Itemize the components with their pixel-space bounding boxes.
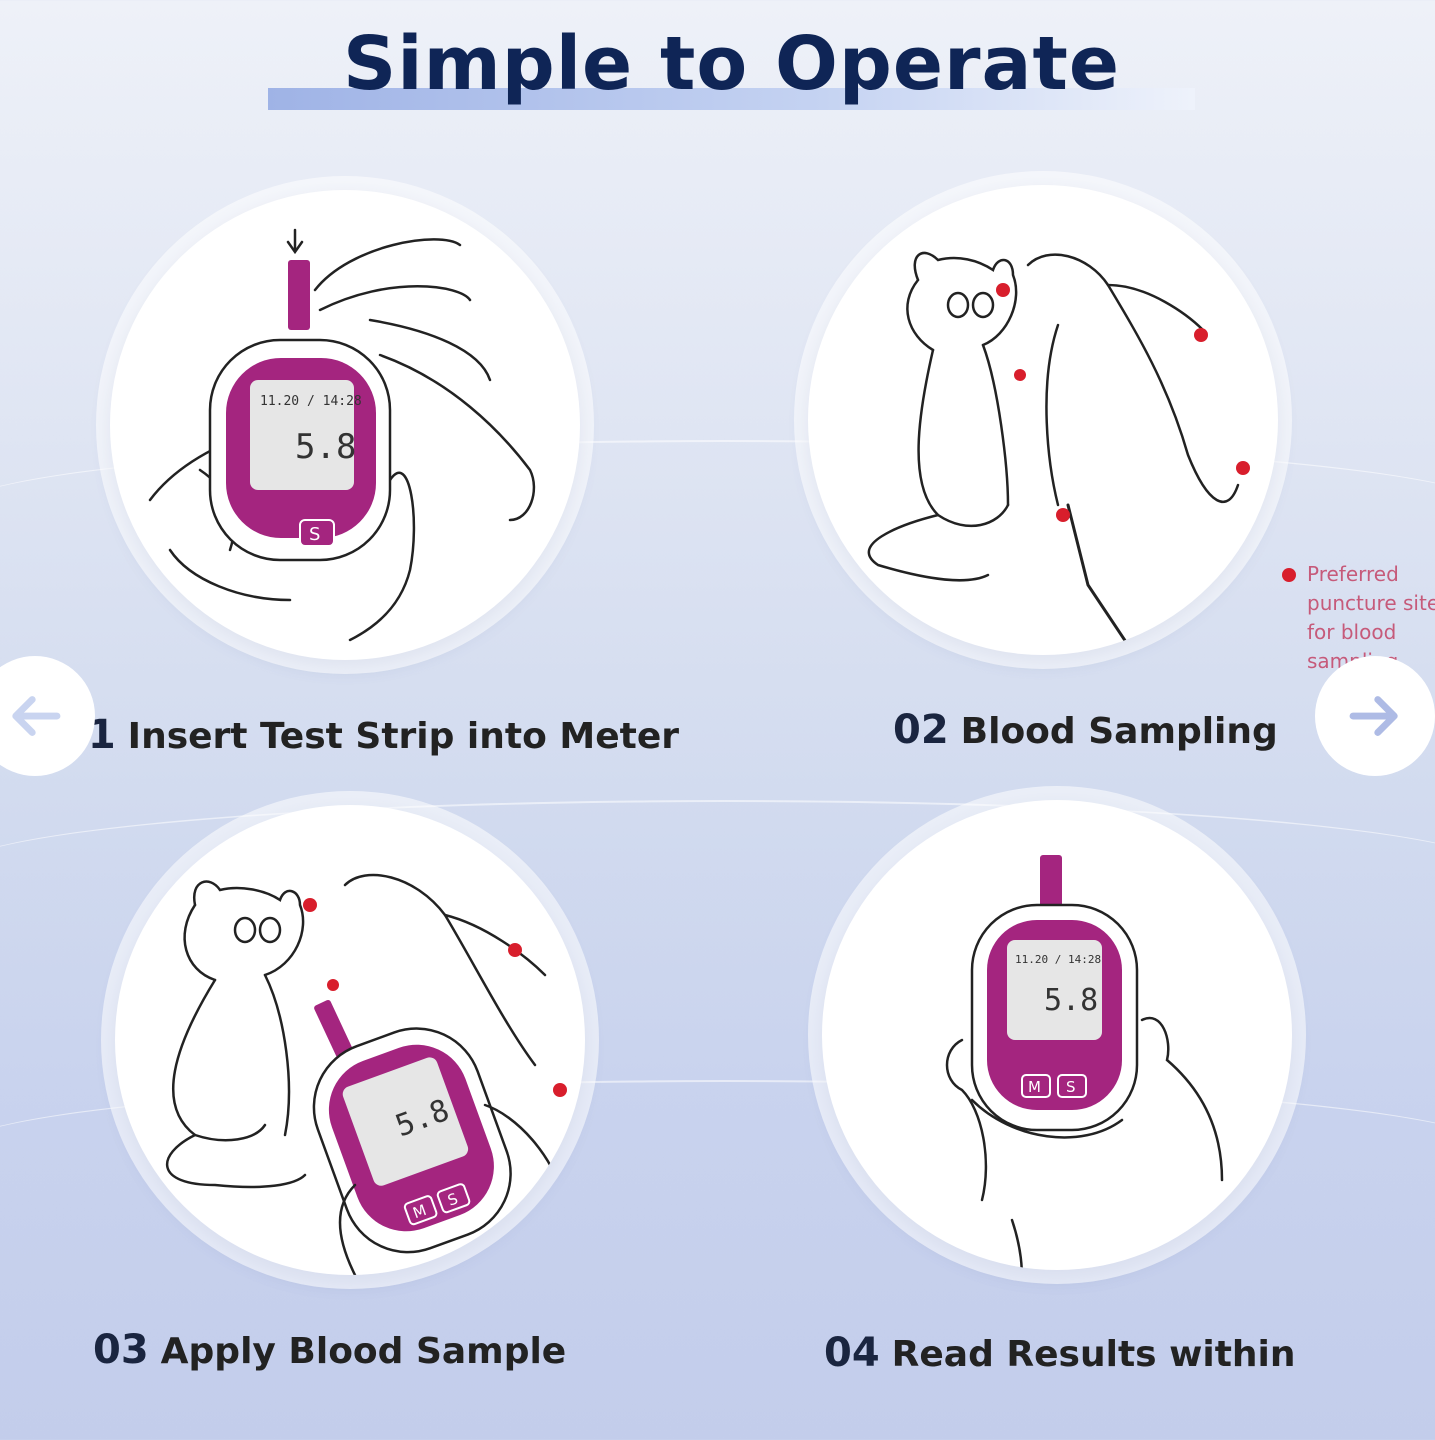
puncture-site-markers bbox=[996, 283, 1250, 522]
step-number: 03 bbox=[93, 1327, 149, 1373]
background-wave bbox=[0, 440, 1435, 582]
puncture-site-markers bbox=[303, 898, 567, 1097]
step-label: Read Results within bbox=[891, 1334, 1296, 1375]
prev-slide-button[interactable] bbox=[0, 656, 95, 776]
glucose-meter: 5.8 M S bbox=[312, 1027, 512, 1254]
insert-strip-drawing: 11.20 / 14:28 5.8 S bbox=[148, 228, 536, 642]
apply-blood-drawing: 5.8 M S bbox=[166, 873, 567, 1275]
step-label: Apply Blood Sample bbox=[160, 1331, 567, 1372]
step-2-caption: 02 Blood Sampling bbox=[893, 707, 1278, 753]
meter-datetime: 11.20 / 14:28 bbox=[260, 394, 362, 409]
step-1-caption: 01 Insert Test Strip into Meter bbox=[60, 712, 679, 758]
glucose-meter: 11.20 / 14:28 5.8 M S bbox=[970, 903, 1139, 1132]
glucose-meter: 11.20 / 14:28 5.8 S bbox=[208, 338, 392, 562]
meter-button-m: M bbox=[410, 1201, 428, 1222]
meter-reading: 5.8 bbox=[1044, 983, 1098, 1018]
background-wave bbox=[0, 1080, 1435, 1222]
step-4-caption: 04 Read Results within bbox=[824, 1330, 1296, 1376]
next-slide-button[interactable] bbox=[1315, 656, 1435, 776]
step-2-illustration bbox=[808, 185, 1278, 655]
title-banner: Simple to Operate bbox=[268, 18, 1195, 110]
step-number: 02 bbox=[893, 707, 949, 753]
step-label: Insert Test Strip into Meter bbox=[127, 716, 679, 757]
read-results-drawing: 11.20 / 14:28 5.8 M S bbox=[945, 855, 1224, 1270]
step-1-illustration: 11.20 / 14:28 5.8 S bbox=[110, 190, 580, 660]
step-3-illustration: 5.8 M S bbox=[115, 805, 585, 1275]
background-wave bbox=[0, 800, 1435, 942]
meter-button-s: S bbox=[1066, 1078, 1076, 1096]
step-3-caption: 03 Apply Blood Sample bbox=[93, 1327, 566, 1373]
step-label: Blood Sampling bbox=[960, 711, 1278, 752]
meter-button-s: S bbox=[309, 524, 320, 545]
meter-datetime: 11.20 / 14:28 bbox=[1015, 953, 1101, 966]
step-4-illustration: 11.20 / 14:28 5.8 M S bbox=[822, 800, 1292, 1270]
red-dot-icon bbox=[1282, 568, 1296, 582]
arrow-right-icon bbox=[1349, 696, 1398, 736]
blood-sampling-drawing bbox=[867, 251, 1250, 647]
meter-reading: 5.8 bbox=[295, 427, 356, 467]
meter-button-m: M bbox=[1028, 1078, 1041, 1096]
title-underline bbox=[268, 88, 1195, 110]
page-title: Simple to Operate bbox=[342, 21, 1121, 107]
arrow-left-icon bbox=[12, 696, 61, 736]
step-number: 04 bbox=[824, 1330, 880, 1376]
